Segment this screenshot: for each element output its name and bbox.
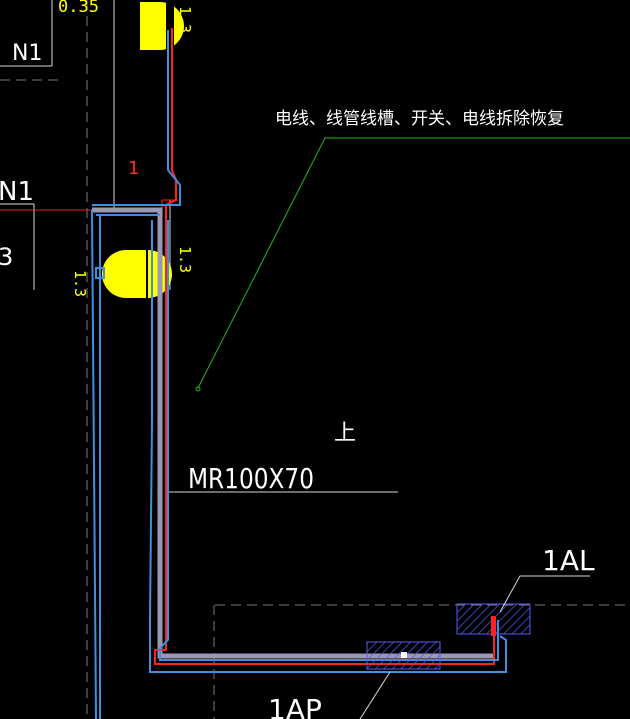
side-dim-mid-right: 1.3 xyxy=(176,246,194,273)
note-leader-point xyxy=(195,386,201,392)
note-leader-line xyxy=(197,137,630,389)
top-left-value: 0.35 xyxy=(58,0,99,17)
tag-three-left: 3 xyxy=(0,243,13,271)
up-mark: 上 xyxy=(334,421,356,446)
panel-1al-terminal xyxy=(491,616,496,636)
panel-1ap-leader xyxy=(359,671,391,719)
panel-1al-leader xyxy=(499,575,590,613)
trunking-label: MR100X70 xyxy=(188,462,314,495)
panel-1ap-label: 1AP xyxy=(268,693,322,719)
note-text: 电线、线管线槽、开关、电线拆除恢复 xyxy=(275,109,564,129)
marker-one: 1 xyxy=(128,158,139,179)
panel-1al-label: 1AL xyxy=(542,544,595,577)
blue-conduits xyxy=(91,30,507,719)
side-dim-mid-left: 1.3 xyxy=(71,270,89,297)
tag-n1-left: N1 xyxy=(0,177,34,207)
trunking-route xyxy=(92,207,494,659)
red-conduit xyxy=(154,28,495,665)
panel-1ap-terminal xyxy=(401,652,407,658)
tag-n1-upper: N1 xyxy=(12,41,42,66)
